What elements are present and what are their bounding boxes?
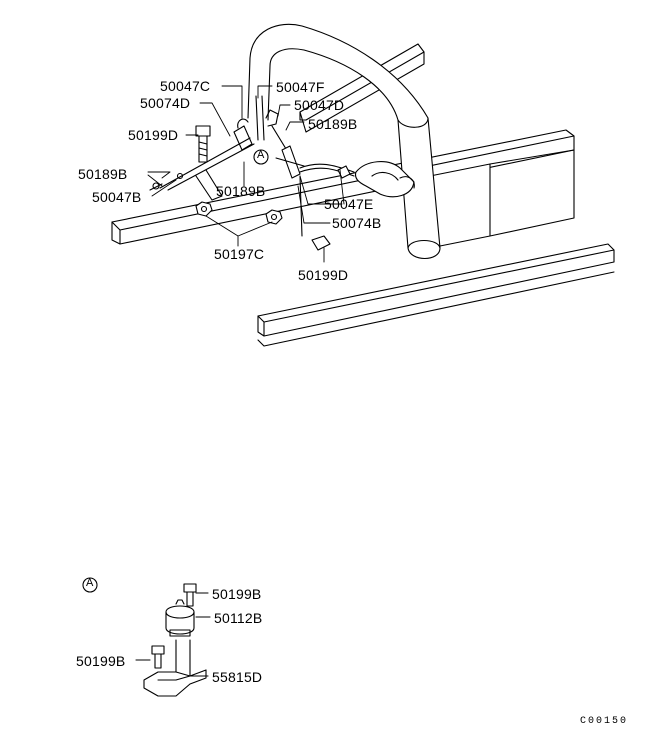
part-label-50197c: 50197C	[214, 246, 265, 262]
nut-right	[266, 210, 282, 224]
detail-label-50112b: 50112B	[214, 610, 263, 626]
part-label-50199d-lower: 50199D	[298, 267, 349, 283]
long-frame-rail	[112, 130, 574, 250]
detail-bracket	[144, 640, 208, 696]
part-label-50047b: 50047B	[92, 189, 142, 205]
part-label-50189b-middle: 50189B	[216, 183, 266, 199]
part-label-50047e: 50047E	[324, 196, 374, 212]
bent-tube	[248, 24, 440, 258]
left-bracket-assembly	[150, 119, 254, 200]
detail-a-marker-letter: A	[257, 149, 265, 161]
detail-mount	[166, 600, 210, 636]
part-label-50047d: 50047D	[294, 97, 345, 113]
bolt-50199d-upper	[196, 126, 210, 162]
nut-left	[196, 202, 212, 216]
drawing-code: C00150	[580, 716, 629, 727]
part-label-50199d-upper: 50199D	[128, 127, 179, 143]
leader-lines	[148, 86, 344, 262]
upper-frame-rail	[300, 44, 424, 132]
detail-bolt-upper	[184, 584, 208, 606]
detail-bolt-lower	[136, 646, 164, 668]
detail-label-50199b-upper: 50199B	[212, 586, 262, 602]
part-label-50074d: 50074D	[140, 95, 191, 111]
cable-actuator	[300, 162, 414, 197]
right-bracket-assembly	[256, 96, 304, 178]
detail-a-marker-circle	[254, 150, 268, 164]
part-label-50189b-left: 50189B	[78, 166, 128, 182]
detail-label-50199b-lower: 50199B	[76, 653, 126, 669]
lower-frame-rail	[258, 244, 614, 346]
part-label-50047f: 50047F	[276, 79, 325, 95]
detail-a-title-circle	[83, 578, 97, 592]
bolt-50199d-lower	[300, 176, 330, 250]
part-label-50047c: 50047C	[160, 78, 211, 94]
part-label-50074b: 50074B	[332, 215, 382, 231]
detail-label-55815d: 55815D	[212, 669, 263, 685]
detail-a-title: A	[86, 577, 94, 589]
part-label-50189b-upper: 50189B	[308, 116, 358, 132]
